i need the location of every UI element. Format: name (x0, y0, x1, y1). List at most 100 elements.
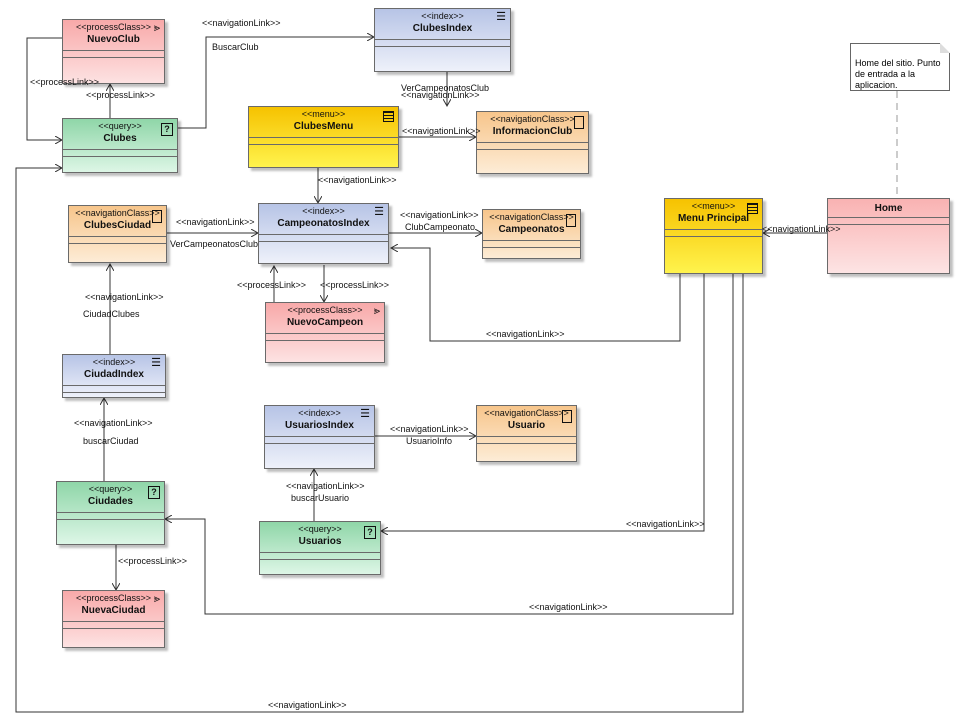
stereotype: <<menu>> (301, 109, 346, 119)
link-label: <<navigationLink>> (529, 602, 608, 612)
index-icon: ☰ (496, 11, 506, 23)
link-label: VerCampeonatosClub (401, 83, 490, 93)
stereotype: <<index>> (421, 11, 464, 21)
class-name: CampeonatosIndex (277, 218, 370, 229)
link-label: <<navigationLink>> (85, 292, 164, 302)
link-label: <<navigationLink>> (626, 519, 705, 529)
class-nuevocampeon[interactable]: <<processClass>> ⪢ NuevoCampeon (265, 302, 385, 363)
class-home[interactable]: Home (827, 198, 950, 274)
note-fold (940, 43, 950, 53)
link-label: <<processLink>> (30, 77, 100, 87)
link-label: buscarCiudad (83, 436, 139, 446)
stereotype: <<navigationClass>> (490, 114, 575, 124)
class-nuevaciudad[interactable]: <<processClass>> ⪢ NuevaCiudad (62, 590, 165, 648)
stereotype: <<navigationClass>> (484, 408, 569, 418)
navigation-icon (574, 116, 584, 129)
class-name: CiudadIndex (83, 369, 144, 380)
class-name: Home (874, 203, 903, 214)
class-campeonatos[interactable]: <<navigationClass>> Campeonatos (482, 209, 581, 259)
link-menuprincipal-usuarios (381, 274, 705, 531)
link-menuprincipal-campeonatosindex (391, 248, 681, 342)
link-label: buscarUsuario (291, 493, 350, 503)
class-informacionclub[interactable]: <<navigationClass>> InformacionClub (476, 111, 589, 174)
class-name: Menu Principal (677, 213, 750, 224)
index-icon: ☰ (360, 408, 370, 420)
stereotype: <<navigationClass>> (75, 208, 160, 218)
stereotype: <<query>> (88, 484, 133, 494)
menu-icon (383, 111, 394, 122)
navigation-icon (566, 214, 576, 227)
link-label: UsuarioInfo (406, 436, 453, 446)
index-icon: ☰ (374, 206, 384, 218)
stereotype: <<index>> (298, 408, 341, 418)
link-label: <<navigationLink>> (400, 210, 479, 220)
class-name: Usuario (507, 420, 546, 431)
query-icon: ? (161, 123, 173, 136)
link-label: VerCampeonatosClub (170, 239, 259, 249)
stereotype: <<query>> (98, 121, 142, 131)
class-usuario[interactable]: <<navigationClass>> Usuario (476, 405, 577, 462)
link-label: <<navigationLink>> (268, 700, 347, 710)
link-label: CiudadClubes (83, 309, 140, 319)
stereotype: <<navigationClass>> (489, 212, 574, 222)
link-label: <<navigationLink>> (202, 18, 281, 28)
link-clubes-clubesindex (178, 37, 374, 129)
class-nuevoclub[interactable]: <<processClass>> ⪢ NuevoClub (62, 19, 165, 84)
process-icon: ⪢ (153, 22, 160, 34)
class-name: NuevoCampeon (286, 317, 364, 328)
stereotype: <<processClass>> (75, 593, 152, 603)
navigation-icon (152, 210, 162, 223)
class-clubesindex[interactable]: <<index>> ☰ ClubesIndex (374, 8, 511, 72)
class-ciudades[interactable]: <<query>> ? Ciudades (56, 481, 165, 545)
link-label: <<navigationLink>> (390, 424, 469, 434)
class-name: Clubes (103, 133, 137, 144)
link-label: <<processLink>> (237, 280, 307, 290)
process-icon: ⪢ (373, 305, 380, 317)
link-label: <<navigationLink>> (318, 175, 397, 185)
link-label: <<navigationLink>> (176, 217, 255, 227)
link-label: <<processLink>> (86, 90, 156, 100)
class-name: InformacionClub (492, 126, 573, 137)
link-nuevoclub-clubes (26, 37, 62, 140)
note-text: Home del sitio. Punto de entrada a la ap… (855, 58, 941, 90)
class-name: NuevoClub (87, 34, 140, 45)
link-menuprincipal-clubes (15, 168, 744, 713)
link-label: ClubCampeonato (405, 222, 476, 232)
class-name: Ciudades (87, 496, 133, 507)
class-usuarios[interactable]: <<query>> ? Usuarios (259, 521, 381, 575)
stereotype: <<index>> (302, 206, 345, 216)
link-label: <<navigationLink>> (762, 224, 841, 234)
link-label: <<processLink>> (118, 556, 188, 566)
class-name: ClubesIndex (412, 23, 473, 34)
class-name: Usuarios (298, 536, 342, 547)
stereotype: <<processClass>> (75, 22, 152, 32)
query-icon: ? (148, 486, 160, 499)
index-icon: ☰ (151, 357, 161, 369)
class-menuprincipal[interactable]: <<menu>> Menu Principal (664, 198, 763, 274)
link-label: <<processLink>> (320, 280, 390, 290)
query-icon: ? (364, 526, 376, 539)
class-name: UsuariosIndex (285, 420, 354, 431)
link-menuprincipal-ciudades (165, 274, 734, 615)
class-name: ClubesCiudad (83, 220, 152, 231)
class-clubes[interactable]: <<query>> ? Clubes (62, 118, 178, 173)
class-campeonatosindex[interactable]: <<index>> ☰ CampeonatosIndex (258, 203, 389, 264)
stereotype: <<processClass>> (287, 305, 363, 315)
link-label: BuscarClub (212, 42, 259, 52)
stereotype: <<query>> (298, 524, 342, 534)
menu-icon (747, 203, 758, 214)
class-clubesmenu[interactable]: <<menu>> ClubesMenu (248, 106, 399, 168)
stereotype: <<index>> (92, 357, 136, 367)
navigation-icon (562, 410, 572, 423)
link-label: <<navigationLink>> (74, 418, 153, 428)
stereotype: <<menu>> (691, 201, 736, 211)
class-name: ClubesMenu (293, 121, 354, 132)
class-usuariosindex[interactable]: <<index>> ☰ UsuariosIndex (264, 405, 375, 469)
class-name: NuevaCiudad (81, 605, 146, 616)
link-label: <<navigationLink>> (401, 90, 480, 100)
class-clubesciudad[interactable]: <<navigationClass>> ClubesCiudad (68, 205, 167, 263)
class-ciudadindex[interactable]: <<index>> ☰ CiudadIndex (62, 354, 166, 398)
link-label: <<navigationLink>> (486, 329, 565, 339)
link-label: <<navigationLink>> (286, 481, 365, 491)
class-name: Campeonatos (498, 224, 565, 235)
